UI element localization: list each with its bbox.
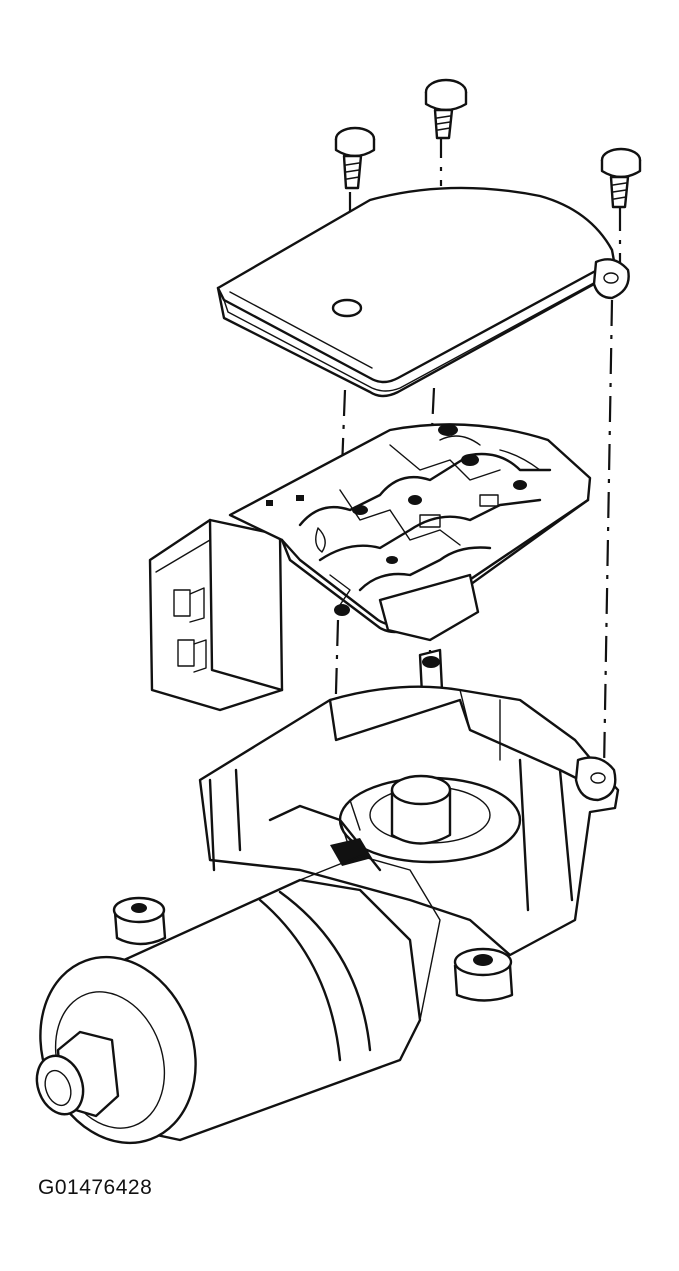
board-components <box>266 424 552 616</box>
screw-right <box>600 147 642 209</box>
figure-id-label: G01476428 <box>38 1176 153 1199</box>
electrical-connector <box>148 518 284 712</box>
screw-left <box>334 126 376 190</box>
circuit-board-assembly <box>148 423 592 712</box>
grommet-left <box>112 896 167 946</box>
screw-top-center <box>424 78 468 140</box>
alignment-line-center-upper <box>430 387 436 431</box>
alignment-line-right-screw-lower <box>602 299 614 771</box>
relay-block <box>378 573 480 642</box>
grommet-right <box>453 947 514 1002</box>
gear-housing <box>112 685 620 1002</box>
motor-assembly <box>35 855 441 1145</box>
housing-cover <box>216 186 630 398</box>
